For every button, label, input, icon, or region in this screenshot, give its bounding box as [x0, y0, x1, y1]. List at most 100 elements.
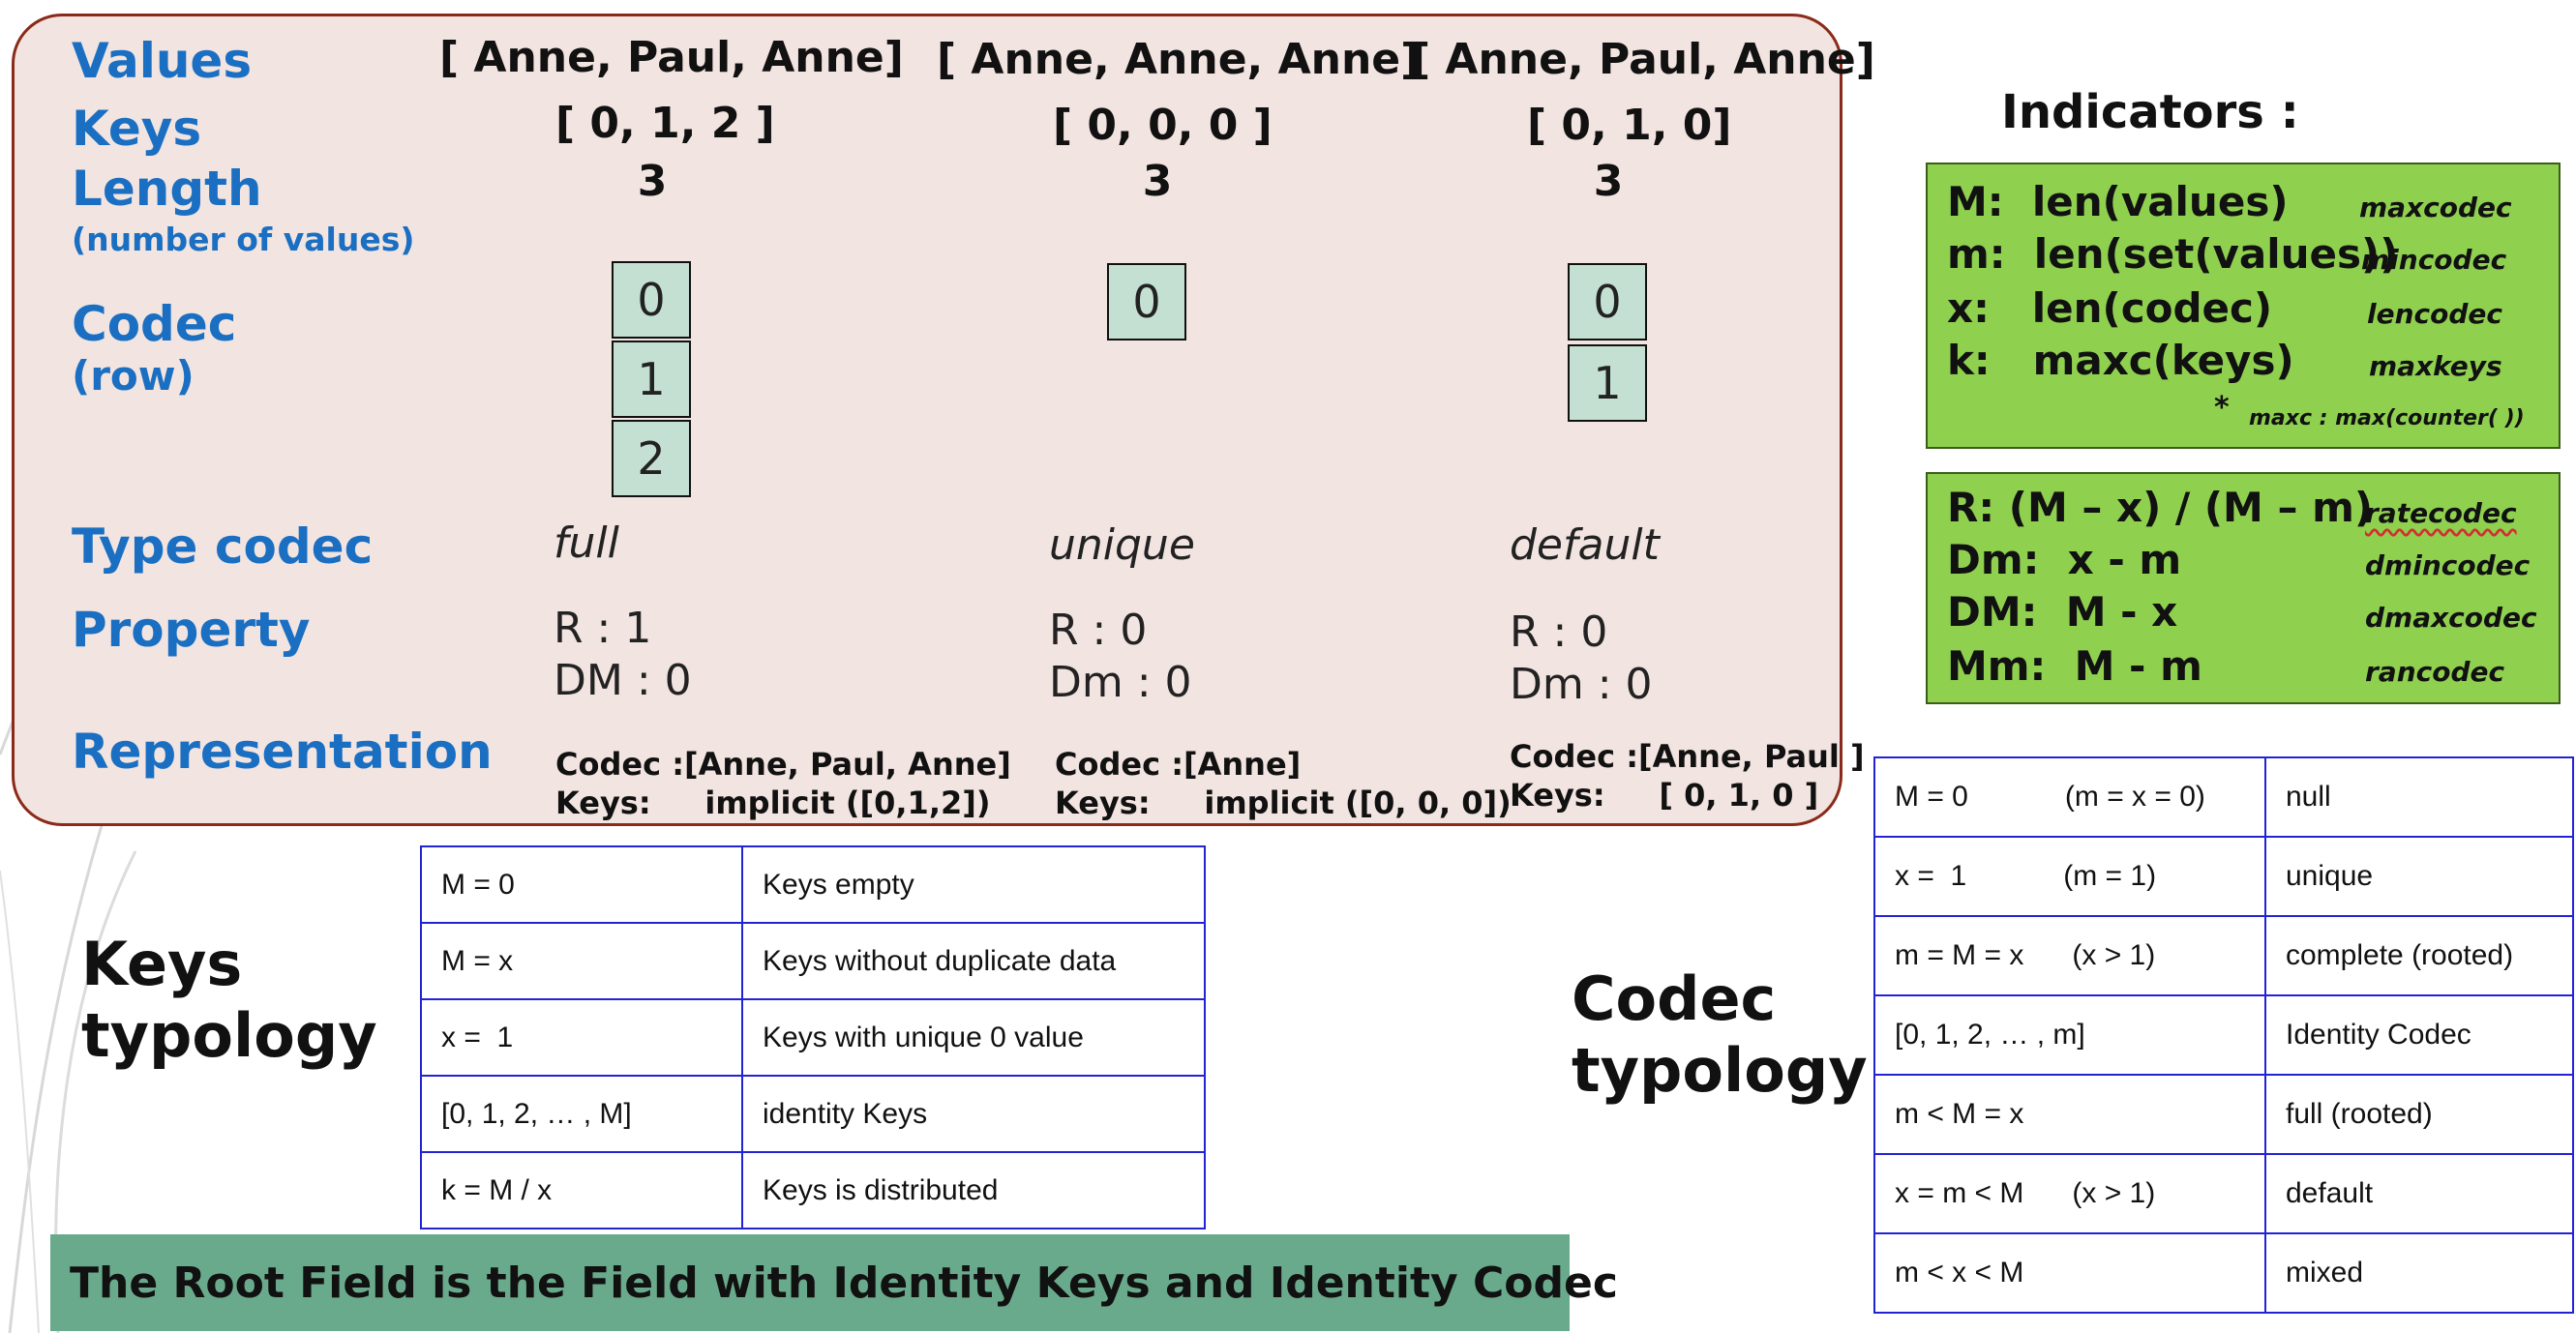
- indicator-formula: m: len(set(values)): [1947, 230, 2399, 278]
- indicator-name: dmaxcodec: [2365, 602, 2537, 634]
- col3-codec-cell: 1: [1568, 344, 1647, 422]
- col2-length: 3: [1142, 157, 1173, 206]
- col2-representation-keys: Keys: implicit ([0, 0, 0]): [1055, 785, 1512, 821]
- table-cell: unique: [2264, 836, 2574, 917]
- indicator-name: ratecodec: [2365, 497, 2517, 529]
- col1-property-d: DM : 0: [554, 656, 692, 705]
- table-cell: [0, 1, 2, … , m]: [1873, 994, 2266, 1076]
- label-type-codec: Type codec: [72, 518, 374, 575]
- codec-typology-table: M = 0 (m = x = 0) null x = 1 (m = 1) uni…: [1873, 756, 2574, 1314]
- indicator-note-star: *: [2214, 391, 2230, 425]
- table-row: m < M = x full (rooted): [1873, 1074, 2574, 1155]
- label-keys: Keys: [72, 101, 202, 157]
- table-cell: x = 1: [420, 998, 743, 1077]
- col1-values: [ Anne, Paul, Anne]: [439, 33, 904, 82]
- indicators-box-derived: R: (M – x) / (M – m) ratecodec Dm: x - m…: [1926, 472, 2561, 704]
- table-cell: x = 1 (m = 1): [1873, 836, 2266, 917]
- col1-representation-keys: Keys: implicit ([0,1,2]): [555, 785, 991, 821]
- col3-property-d: Dm : 0: [1510, 660, 1653, 709]
- col1-codec-cell: 2: [612, 420, 691, 497]
- indicators-box-primary: M: len(values) maxcodec m: len(set(value…: [1926, 163, 2561, 449]
- table-cell: mixed: [2264, 1232, 2574, 1314]
- table-cell: default: [2264, 1153, 2574, 1234]
- label-values: Values: [72, 33, 253, 89]
- keys-typology-table: M = 0 Keys empty M = x Keys without dupl…: [420, 845, 1206, 1229]
- table-cell: M = 0 (m = x = 0): [1873, 756, 2266, 838]
- table-cell: Keys without duplicate data: [741, 922, 1206, 1000]
- label-length: Length: [72, 161, 262, 217]
- col1-length: 3: [637, 157, 668, 206]
- col2-type-codec: unique: [1049, 520, 1195, 570]
- col2-property-d: Dm : 0: [1049, 658, 1192, 707]
- indicator-name: lencodec: [2367, 298, 2502, 330]
- table-row: M = 0 (m = x = 0) null: [1873, 756, 2574, 838]
- indicator-name: rancodec: [2365, 656, 2505, 688]
- table-row: [0, 1, 2, … , M] identity Keys: [420, 1075, 1206, 1153]
- table-row: x = 1 Keys with unique 0 value: [420, 998, 1206, 1077]
- col2-codec-cell: 0: [1107, 263, 1186, 341]
- indicator-name: mincodec: [2361, 244, 2507, 276]
- label-property: Property: [72, 602, 311, 658]
- table-cell: Keys empty: [741, 845, 1206, 924]
- col3-representation-codec: Codec :[Anne, Paul ]: [1510, 738, 1865, 775]
- table-cell: null: [2264, 756, 2574, 838]
- col1-property-r: R : 1: [554, 604, 652, 653]
- table-row: x = 1 (m = 1) unique: [1873, 836, 2574, 917]
- table-cell: m < M = x: [1873, 1074, 2266, 1155]
- table-cell: M = 0: [420, 845, 743, 924]
- table-cell: m < x < M: [1873, 1232, 2266, 1314]
- label-codec: Codec: [72, 296, 237, 352]
- indicator-note: maxc : max(counter( )): [2249, 406, 2525, 430]
- indicator-formula: R: (M – x) / (M – m): [1947, 484, 2374, 531]
- indicators-title: Indicators :: [2001, 85, 2299, 139]
- indicator-formula: Mm: M - m: [1947, 642, 2202, 690]
- label-length-note: (number of values): [72, 221, 415, 258]
- indicator-formula: k: maxc(keys): [1947, 337, 2294, 384]
- col2-representation-codec: Codec :[Anne]: [1055, 746, 1302, 783]
- col1-type-codec: full: [554, 518, 619, 568]
- col3-property-r: R : 0: [1510, 607, 1608, 657]
- indicator-formula: Dm: x - m: [1947, 536, 2182, 583]
- col2-keys: [ 0, 0, 0 ]: [1053, 101, 1273, 150]
- col1-keys: [ 0, 1, 2 ]: [555, 99, 775, 148]
- table-row: k = M / x Keys is distributed: [420, 1151, 1206, 1229]
- table-cell: m = M = x (x > 1): [1873, 915, 2266, 996]
- col3-type-codec: default: [1510, 520, 1660, 570]
- banner-text: The Root Field is the Field with Identit…: [70, 1258, 1618, 1308]
- table-row: M = x Keys without duplicate data: [420, 922, 1206, 1000]
- table-cell: Keys with unique 0 value: [741, 998, 1206, 1077]
- label-representation: Representation: [72, 724, 493, 780]
- table-row: x = m < M (x > 1) default: [1873, 1153, 2574, 1234]
- indicator-formula: DM: M - x: [1947, 588, 2178, 636]
- table-row: m = M = x (x > 1) complete (rooted): [1873, 915, 2574, 996]
- table-cell: Keys is distributed: [741, 1151, 1206, 1229]
- main-panel: [12, 14, 1842, 826]
- keys-typology-title: Keys typology: [81, 929, 377, 1071]
- codec-typology-title: Codec typology: [1572, 963, 1868, 1106]
- col1-codec-cell: 0: [612, 261, 691, 339]
- indicator-name: maxkeys: [2369, 350, 2502, 382]
- indicator-name: dmincodec: [2365, 549, 2531, 581]
- table-row: [0, 1, 2, … , m] Identity Codec: [1873, 994, 2574, 1076]
- table-cell: complete (rooted): [2264, 915, 2574, 996]
- table-cell: M = x: [420, 922, 743, 1000]
- table-cell: [0, 1, 2, … , M]: [420, 1075, 743, 1153]
- table-cell: k = M / x: [420, 1151, 743, 1229]
- col2-property-r: R : 0: [1049, 606, 1148, 655]
- table-cell: full (rooted): [2264, 1074, 2574, 1155]
- table-cell: Identity Codec: [2264, 994, 2574, 1076]
- col2-values: [ Anne, Anne, Anne]: [937, 35, 1421, 84]
- root-field-banner: The Root Field is the Field with Identit…: [50, 1234, 1618, 1331]
- col3-keys: [ 0, 1, 0]: [1527, 101, 1732, 150]
- col3-values: [ Anne, Paul, Anne]: [1411, 35, 1875, 84]
- col3-representation-keys: Keys: [ 0, 1, 0 ]: [1510, 777, 1819, 814]
- table-cell: x = m < M (x > 1): [1873, 1153, 2266, 1234]
- col1-representation-codec: Codec :[Anne, Paul, Anne]: [555, 746, 1011, 783]
- indicator-formula: M: len(values): [1947, 178, 2289, 225]
- indicator-name: maxcodec: [2359, 192, 2512, 223]
- table-cell: identity Keys: [741, 1075, 1206, 1153]
- col3-length: 3: [1593, 157, 1624, 206]
- col3-codec-cell: 0: [1568, 263, 1647, 341]
- table-row: m < x < M mixed: [1873, 1232, 2574, 1314]
- col1-codec-cell: 1: [612, 341, 691, 418]
